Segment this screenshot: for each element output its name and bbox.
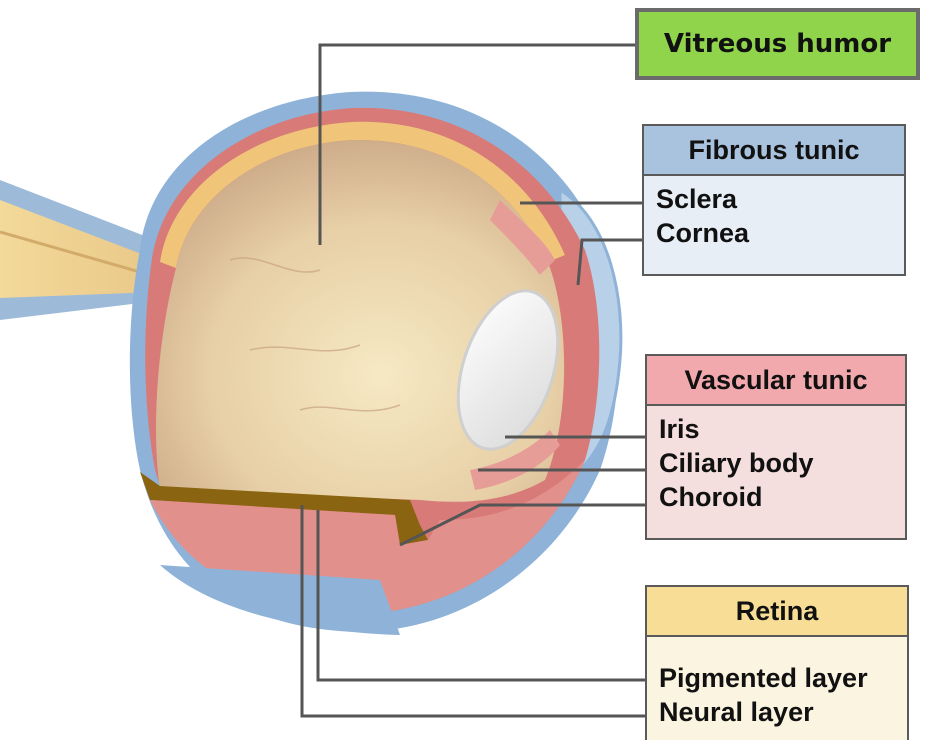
- fibrous-tunic-box: Fibrous tunic Sclera Cornea: [642, 124, 906, 276]
- vitreous-humor-text: Vitreous humor: [664, 29, 891, 59]
- choroid-label: Choroid: [659, 480, 905, 514]
- vitreous-humor-label: Vitreous humor: [635, 8, 920, 80]
- retina-title: Retina: [647, 587, 907, 637]
- cornea-label: Cornea: [656, 216, 904, 250]
- neural-layer-label: Neural layer: [659, 695, 907, 729]
- pigmented-layer-label: Pigmented layer: [659, 661, 907, 695]
- retina-box: Retina Pigmented layer Neural layer: [645, 585, 909, 740]
- fibrous-tunic-title: Fibrous tunic: [644, 126, 904, 176]
- sclera-label: Sclera: [656, 182, 904, 216]
- vascular-tunic-box: Vascular tunic Iris Ciliary body Choroid: [645, 354, 907, 540]
- ciliary-body-label: Ciliary body: [659, 446, 905, 480]
- iris-label: Iris: [659, 412, 905, 446]
- vascular-tunic-title: Vascular tunic: [647, 356, 905, 406]
